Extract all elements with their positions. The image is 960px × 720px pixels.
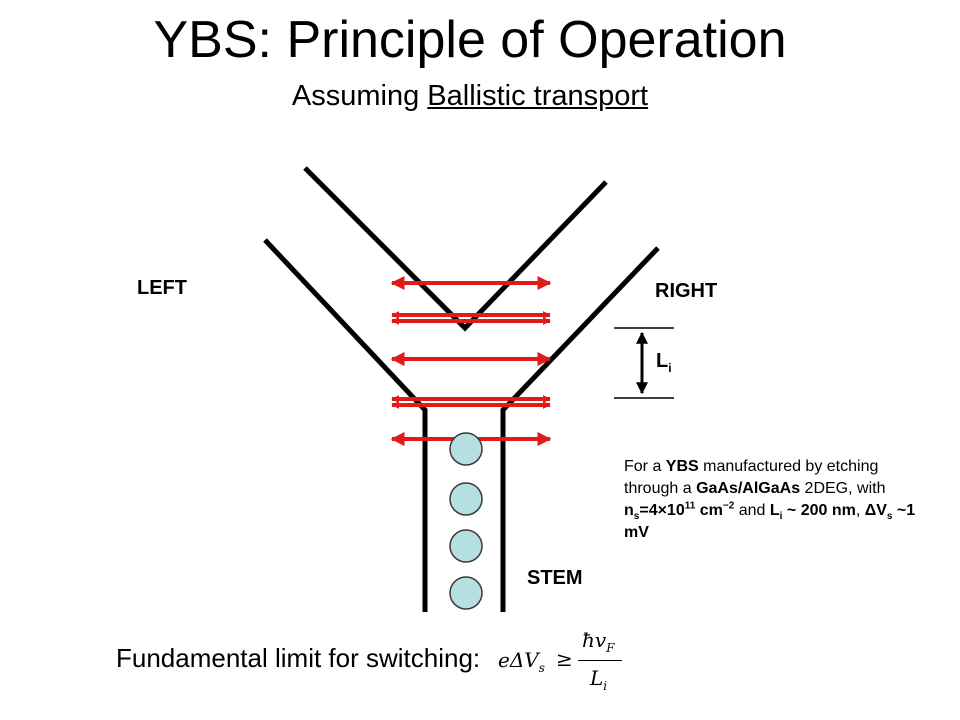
label-li: Li [654, 349, 674, 380]
note-unit-exponent: −2 [722, 500, 735, 512]
note-ns: n [624, 502, 634, 519]
note-dv-value: ~1 mV [624, 502, 916, 541]
subtitle-prefix: Assuming [291, 80, 428, 112]
formula-relation: ≥ [556, 647, 573, 671]
note-text: For a [624, 458, 666, 475]
label-stem: STEM [527, 567, 583, 589]
note-text: and [734, 502, 770, 519]
formula-lhs-main: eΔV [498, 648, 539, 672]
subtitle-underlined: Ballistic transport [427, 80, 649, 112]
stem-circle-3 [449, 529, 483, 563]
stem-circle-2 [449, 482, 483, 516]
formula-denominator: Li [590, 666, 607, 693]
label-right: RIGHT [655, 280, 718, 302]
formula-lhs-sub: s [538, 661, 545, 675]
note-li-value: ~ 200 nm [782, 502, 856, 519]
footer-text: Fundamental limit for switching: [116, 643, 481, 673]
note-dv: ΔV [864, 502, 887, 519]
note-text: , [855, 502, 865, 519]
label-left: LEFT [137, 277, 187, 299]
inner-v-wall [303, 166, 608, 332]
stem-circle-1 [449, 432, 483, 466]
label-li-sub: i [668, 361, 672, 375]
note-dv-sub: s [886, 511, 893, 523]
formula-numerator: ħvF [582, 628, 615, 655]
formula-num-main: ħv [582, 628, 607, 652]
formula-lhs: eΔVs [498, 648, 545, 675]
note-density: ns=4×1011 cm−2 [624, 500, 735, 523]
note-li: L [769, 502, 780, 519]
switching-formula: eΔVs ≥ ħvF Li [498, 628, 628, 698]
note-unit: cm [695, 502, 723, 519]
fraction-bar [578, 660, 622, 661]
formula-den-main: L [590, 666, 604, 690]
slide-subtitle: Assuming Ballistic transport [0, 78, 940, 114]
note-length: Li ~ 200 nm [769, 502, 856, 523]
stem-circle-4 [449, 576, 483, 610]
formula-den-sub: i [603, 679, 608, 693]
note-text: 2DEG, with [800, 480, 886, 497]
right-outer-wall [500, 246, 660, 612]
note-material: GaAs/AlGaAs [696, 480, 801, 497]
note-text: manufactured by etching through a [624, 458, 879, 497]
slide-title: YBS: Principle of Operation [153, 11, 787, 69]
formula-num-sub: F [606, 641, 615, 655]
note-value: =4×10 [639, 502, 685, 519]
left-outer-wall [263, 238, 428, 612]
note-ybs: YBS [665, 458, 699, 475]
note-ns-sub: s [633, 511, 640, 523]
label-li-main: L [656, 350, 669, 372]
ybs-note: For a YBS manufactured by etching throug… [624, 456, 934, 544]
note-li-sub: i [779, 511, 783, 523]
note-exponent: 11 [684, 500, 696, 512]
note-voltage: ΔVs ~1 mV [624, 502, 915, 541]
